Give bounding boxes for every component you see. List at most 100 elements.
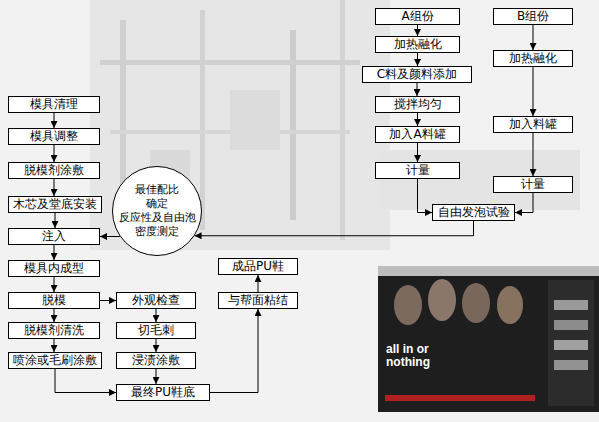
- shoe-image: [554, 300, 588, 310]
- node-text: 模具内成型: [24, 261, 84, 275]
- node-text: 外观检查: [132, 293, 180, 307]
- node-text: 计量: [521, 177, 545, 191]
- flow-arrow: [533, 25, 534, 50]
- side-panel: [548, 280, 594, 406]
- node-text: 最佳配比 确定 反应性及自由泡 密度测定: [114, 183, 200, 239]
- machine-pole: [290, 30, 296, 220]
- process-box: 与帮面粘结: [218, 292, 298, 309]
- billboard: [378, 266, 599, 412]
- node-text: 脱模剂清洗: [24, 323, 84, 337]
- node-text: 加入A料罐: [389, 127, 445, 141]
- node-text: 加热融化: [509, 51, 557, 65]
- process-box: 外观检查: [116, 292, 196, 309]
- process-box: 搅拌均匀: [375, 96, 460, 113]
- flow-arrow: [156, 369, 157, 384]
- node-text: C料及颜料添加: [377, 67, 457, 81]
- process-box: 计量: [493, 176, 573, 193]
- process-box: A组份: [375, 8, 460, 25]
- face: [394, 285, 422, 325]
- flow-arrow: [54, 339, 55, 352]
- node-text: 加入料罐: [509, 117, 557, 131]
- machine-body: [380, 150, 580, 210]
- flow-arrow: [156, 339, 157, 352]
- flow-arrow: [54, 145, 55, 162]
- process-box: 脱模: [8, 292, 100, 309]
- process-box: 切毛刺: [116, 322, 196, 339]
- flow-arrow: [533, 133, 534, 176]
- flow-arrow: [54, 245, 55, 260]
- shoe-image: [554, 340, 588, 350]
- node-text: 与帮面粘结: [228, 293, 288, 307]
- node-text: 自由发泡试验: [438, 205, 510, 219]
- flow-arrow: [533, 67, 534, 116]
- flow-arrow: [417, 25, 418, 36]
- machine-pole: [340, 0, 345, 240]
- flow-arrow: [417, 83, 418, 96]
- process-box: 木芯及堂底安装: [8, 196, 102, 213]
- flow-arrow: [515, 193, 533, 213]
- process-box: 模具调整: [8, 128, 100, 145]
- node-text: B组份: [517, 9, 549, 23]
- node-text: 浸渍涂敷: [132, 353, 180, 367]
- process-box: 加入A料罐: [375, 126, 460, 143]
- photo-haze: [90, 0, 390, 250]
- node-text: A组份: [401, 9, 433, 23]
- machine-tank: [230, 90, 280, 150]
- process-box: 脱模剂清洗: [8, 322, 100, 339]
- node-text: 注入: [42, 229, 66, 243]
- face: [462, 283, 490, 323]
- node-text: 搅拌均匀: [394, 97, 442, 111]
- flow-arrow: [417, 53, 418, 66]
- process-box: 模具清理: [8, 96, 100, 113]
- flow-arrow: [418, 179, 433, 213]
- node-text: 模具清理: [30, 97, 78, 111]
- flow-arrow: [258, 275, 259, 292]
- circle-shape: [113, 167, 202, 256]
- process-box: 加入料罐: [493, 116, 573, 133]
- process-box: 加热融化: [493, 50, 573, 67]
- billboard-top: [378, 266, 599, 276]
- face: [497, 286, 523, 324]
- node-text: 最终PU鞋底: [131, 385, 195, 399]
- flow-arrow: [54, 277, 55, 292]
- billboard-slogan: all in or nothing: [386, 343, 434, 369]
- node-text: 喷涂或毛刷涂敷: [13, 353, 97, 367]
- flow-arrow: [54, 113, 55, 128]
- process-box: 计量: [375, 162, 460, 179]
- process-box: C料及颜料添加: [362, 66, 472, 83]
- process-box: 喷涂或毛刷涂敷: [8, 352, 102, 369]
- flow-arrow: [156, 309, 157, 322]
- machine-pole: [200, 10, 205, 230]
- flow-arrow: [100, 236, 120, 237]
- process-box: B组份: [493, 8, 573, 25]
- process-box: 浸渍涂敷: [116, 352, 196, 369]
- shoe-image: [554, 360, 588, 370]
- flow-arrow: [54, 179, 55, 196]
- node-text: 切毛刺: [138, 323, 174, 337]
- flow-arrow: [54, 309, 55, 322]
- face: [428, 279, 456, 321]
- shoe-image: [554, 320, 588, 330]
- flow-arrow: [210, 309, 258, 393]
- node-text: 加热融化: [394, 37, 442, 51]
- flow-arrow: [417, 113, 418, 126]
- flow-arrow: [417, 143, 418, 162]
- node-text: 计量: [406, 163, 430, 177]
- process-box: 自由发泡试验: [432, 204, 515, 221]
- node-text: 脱模: [42, 293, 66, 307]
- node-text: 成品PU鞋: [232, 259, 284, 273]
- node-text: 木芯及堂底安装: [13, 197, 97, 211]
- flow-arrow: [55, 213, 56, 228]
- node-text: 模具调整: [30, 129, 78, 143]
- billboard-strip: [385, 395, 535, 401]
- process-box: 加热融化: [375, 36, 460, 53]
- process-box: 注入: [8, 228, 100, 245]
- flow-arrow: [55, 369, 116, 393]
- process-box: 成品PU鞋: [218, 258, 298, 275]
- process-box: 模具内成型: [8, 260, 100, 277]
- process-box: 脱模剂涂敷: [8, 162, 100, 179]
- result-circle: 最佳配比 确定 反应性及自由泡 密度测定: [112, 166, 202, 256]
- machine-beam: [100, 60, 360, 65]
- process-box: 最终PU鞋底: [116, 384, 210, 401]
